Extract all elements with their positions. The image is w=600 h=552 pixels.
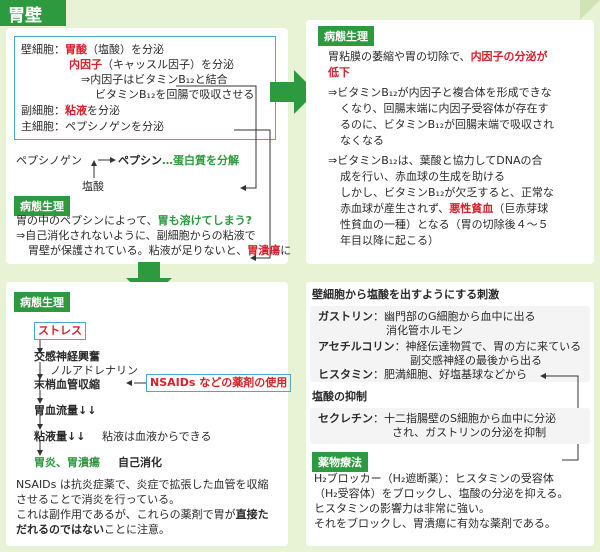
secretin-box: セクレチン：十二指腸壁のS細胞から血中に分泌 され、ガストリンの分泌を抑制 [310,408,590,444]
nsaids-para-4: ことに注意。 [104,523,170,536]
gastric-acid-note: （塩酸）を分泌 [87,43,164,56]
stomach-dissolve: 胃も溶けてしまう? [157,214,252,227]
page-corner-fold [580,0,600,20]
secretin-effect: され、ガストリンの分泌を抑制 [392,426,547,439]
histamine-desc: ：肥満細胞、好塩基球などから [373,368,527,381]
pathophysiology-tag-bl: 病態生理 [14,292,70,312]
nsaids-para-2: させることで消炎を行っている。 [16,493,181,506]
noradrenaline: ノルアドレナリン [50,364,138,377]
cause-flow-arrows [37,340,146,456]
gastric-acid: 胃酸 [65,43,87,56]
deficiency-line: しかし、ビタミンB₁₂が欠乏すると、正常な [340,186,554,199]
nsaids-para-1: NSAIDs は抗炎症薬で、炎症で拡張した血管を収縮 [16,478,269,491]
explanation-3-end: に [280,244,292,257]
stress: ストレス [34,322,86,340]
accessory-label: 副細胞： [21,104,65,117]
explanation-3: 胃壁が保護されている。粘液が足りないと、 [28,244,248,257]
explanation-1: 胃の中のペプシンによって、 [16,214,158,227]
chief-note: ペプシノゲンを分泌 [65,120,164,133]
acetylcholine: アセチルコリン [318,340,395,353]
card-ulcer-causes: 病態生理 ストレス 交感神経興奮 ノルアドレナリン 末梢血管収縮 NSAIDs … [6,282,292,546]
intrinsic-factor: 内因子 [69,58,102,71]
blood-flow: 胃血流量↓↓ [34,404,97,417]
card-gastric-wall: 壁細胞：胃酸（塩酸）を分泌 内因子（キャッスル因子）を分泌 ⇒内因子はビタミンB… [6,28,292,264]
explanation-2: ⇒自己消化されないように、副細胞からの粘液で [16,229,256,242]
arrow-right [270,70,316,114]
cell-secretion-box: 壁細胞：胃酸（塩酸）を分泌 内因子（キャッスル因子）を分泌 ⇒内因子はビタミンB… [14,36,276,140]
gastrin-hormone: 消化管ホルモン [386,324,463,337]
page-title: 胃壁 [0,0,66,26]
h2-blocker-1: H₂ブロッカー（H₂遮断薬）：ヒスタミンの受容体 [314,472,554,485]
pernicious-anemia: 悪性貧血 [449,202,494,215]
drug-therapy-tag: 薬物療法 [312,452,368,472]
secretin: セクレチン [318,412,373,425]
direct-emph: 直接た [235,508,269,521]
gastrin: ガストリン [318,310,373,323]
mucus-note: を分泌 [87,104,120,117]
histamine: ヒスタミン [318,368,373,381]
b12-line-1: ⇒ビタミンB₁₂が内因子と複合体を形成できな [328,86,552,99]
arrow-down [126,262,172,300]
not-dissolve-emph: だれるのではない [16,523,104,536]
secretin-desc: ：十二指腸壁のS細胞から血中に分泌 [373,412,556,425]
protein-digestion: …蛋白質を分解 [162,154,239,167]
onset-line: 年目以降に起こる） [340,234,439,247]
intrinsic-decrease: 内因子の分泌が [470,50,548,63]
h2-blocker-2: （H₂受容体）をブロックし、塩酸の分泌を抑える。 [314,487,569,500]
nsaids: NSAIDs などの薬剤の使用 [146,374,292,392]
sympathetic: 交感神経興奮 [34,350,100,363]
b12-line-3: るのに、ビタミンB₁₂が回腸末端で吸収され [340,118,555,131]
dna-line-2: 成を行い、赤血球の生成を助ける [340,170,505,183]
card-acid-regulation: 壁細胞から塩酸を出すようにする刺激 ガストリン：幽門部のG細胞から血中に出る 消… [306,282,594,546]
ach-source: 副交感神経の最後から出る [410,354,542,367]
flow-connectors [91,85,271,261]
hydrochloric-acid: 塩酸 [82,180,104,193]
pepsin: ペプシン [118,154,162,167]
b12-line-4: なくなる [340,134,384,147]
pathophysiology-tag-right: 病態生理 [318,26,374,46]
b12-line-2: くなり、回腸末端に内因子受容体が存在す [340,102,549,115]
gastric-ulcer: 胃潰瘍 [247,244,281,257]
megaloblastic: （巨赤芽球 [493,202,549,215]
stimuli-heading: 壁細胞から塩酸を出すようにする刺激 [312,288,500,301]
anemia-type-line: 性貧血の一種）となる（胃の切除後４～５ [340,218,549,231]
h2-blocker-3: ヒスタミンの影響力は非常に強い。 [314,502,490,515]
mucus-amount: 粘液量↓↓ [34,430,86,443]
stimuli-box: ガストリン：幽門部のG細胞から血中に出る 消化管ホルモン アセチルコリン：神経伝… [310,306,590,382]
intrinsic-factor-note: （キャッスル因子）を分泌 [102,58,234,71]
mucus-note-bl: 粘液は血液からできる [102,430,212,443]
ach-desc: ：神経伝達物質で、胃の方に来ている [394,340,582,353]
rbc-line: 赤血球が産生されず、 [340,202,450,215]
card-pernicious-anemia: 病態生理 胃粘膜の萎縮や胃の切除で、内因子の分泌が 低下 ⇒ビタミンB₁₂が内因… [306,20,594,264]
dna-line-1: ⇒ビタミンB₁₂は、葉酸と協力してDNAの合 [328,154,543,167]
chief-label: 主細胞： [21,120,65,133]
nsaids-para-3: これは副作用であるが、これらの薬剤で胃が [16,508,236,521]
gastritis-ulcer: 胃炎、胃潰瘍 [34,456,100,469]
vasoconstriction: 末梢血管収縮 [34,378,100,391]
pathophysiology-tag: 病態生理 [14,196,70,216]
decrease: 低下 [328,66,350,79]
intrinsic-binding: ⇒内因子はビタミンB₁₂と結合 [81,73,228,86]
atrophy-line: 胃粘膜の萎縮や胃の切除で、 [328,50,471,63]
autodigestion: 自己消化 [118,456,162,469]
pepsinogen: ペプシノゲン [16,154,82,167]
suppression-heading: 塩酸の抑制 [312,390,367,403]
gastrin-desc: ：幽門部のG細胞から血中に出る [373,310,536,323]
mucus: 粘液 [65,104,87,117]
h2-blocker-4: それをブロックし、胃潰瘍に有効な薬剤である。 [314,517,556,530]
intrinsic-absorption: ビタミンB₁₂を回腸で吸収させる [95,88,255,101]
parietal-label: 壁細胞： [21,43,65,56]
